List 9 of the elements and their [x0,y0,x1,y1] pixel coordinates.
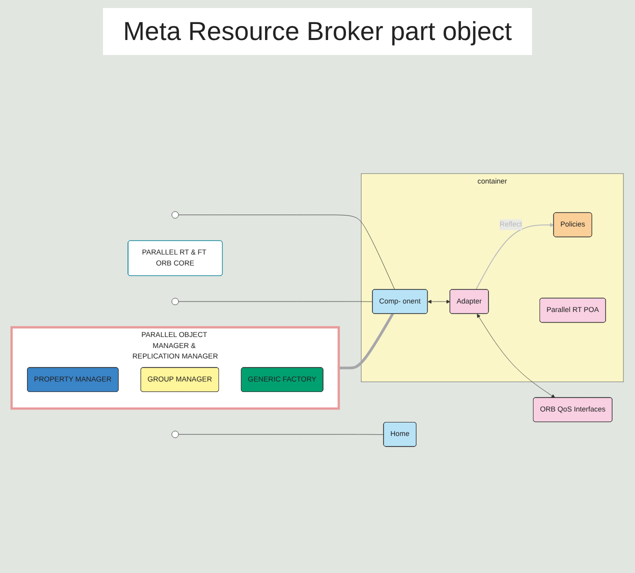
node-circle [172,298,179,306]
node-circle [172,211,179,218]
arrow [476,222,554,290]
connector [178,434,384,435]
connector [338,312,394,370]
title: Meta Resource Broker part object [103,8,532,55]
connector [178,301,373,302]
connector [178,214,395,290]
node-circle [172,430,179,438]
